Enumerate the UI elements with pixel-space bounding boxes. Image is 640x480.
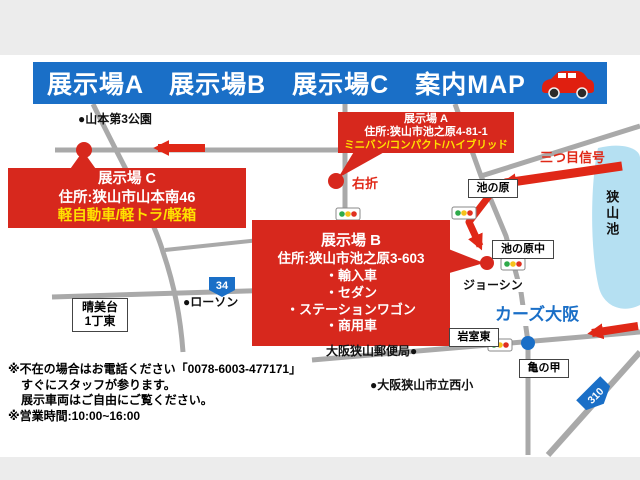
callout-a-address: 住所:狭山市池之原4-81-1 — [364, 126, 488, 139]
marker-exhibition-b-joshin — [480, 256, 494, 270]
red-car-icon — [539, 66, 597, 105]
callout-c-tail — [68, 151, 98, 172]
callout-exhibition-a: 展示場 A 住所:狭山市池之原4-81-1 ミニバン/コンパクト/ハイブリッド — [338, 112, 514, 153]
route-arrows — [153, 140, 639, 340]
callout-b-title: 展示場 B — [320, 231, 381, 249]
arrow-bottom-right — [587, 322, 639, 340]
label-joshin: ジョーシン — [461, 278, 525, 293]
location-markers — [76, 142, 535, 350]
callout-a-title: 展示場 A — [404, 113, 448, 126]
label-cars-osaka: カーズ大阪 — [492, 305, 583, 326]
label-ikenohara: 池の原 — [468, 179, 518, 198]
label-harumidai: 晴美台 1丁東 — [72, 298, 128, 332]
callout-a-tail — [338, 150, 388, 178]
label-lawson: ●ローソン — [183, 295, 239, 309]
label-sayama-lake: 狭山池 — [604, 190, 620, 238]
callout-b-item: ・輸入車 — [324, 267, 377, 283]
label-nishi-elementary: ●大阪狭山市立西小 — [370, 378, 474, 392]
sayama-lake-pond — [592, 145, 640, 309]
callout-c-title: 展示場 C — [98, 170, 156, 187]
label-post-office: 大阪狭山郵便局● — [326, 344, 418, 358]
road-left-diagonal — [90, 102, 186, 353]
callout-b-item: ・ステーションワゴン — [286, 301, 416, 317]
label-third-signal: 三つ目信号 — [540, 150, 606, 165]
top-gray-band — [0, 0, 640, 55]
label-yamamoto-park: ●山本第3公園 — [78, 112, 152, 126]
label-harumidai-line1: 晴美台 — [81, 300, 118, 315]
callout-b-tail — [446, 248, 484, 274]
label-iwamuro-higashi: 岩室東 — [449, 328, 499, 347]
traffic-light-icon — [451, 206, 477, 220]
label-harumidai-line2: 1丁東 — [84, 314, 116, 328]
callout-b-item: ・セダン — [324, 284, 377, 300]
callout-exhibition-c: 展示場 C 住所:狭山市山本南46 軽自動車/軽トラ/軽箱 — [8, 168, 246, 228]
traffic-light-icon — [500, 257, 526, 271]
callout-b-item: ・商用車 — [324, 318, 377, 334]
note-phone: ※不在の場合はお電話ください「0078-6003-477171」 — [8, 362, 302, 376]
note-hours: ※営業時間:10:00~16:00 — [8, 408, 141, 423]
arrow-from-third-signal — [500, 161, 623, 190]
arrow-zigzag-ikenohara — [465, 193, 492, 251]
note-staff: すぐにスタッフが参ります。 — [21, 377, 176, 392]
label-kame-no-ko: 亀の甲 — [519, 359, 569, 378]
callout-tails — [68, 150, 484, 274]
label-ikenohara-naka: 池の原中 — [492, 240, 554, 259]
callout-a-vehicles: ミニバン/コンパクト/ハイブリッド — [344, 139, 508, 152]
road-topright-diagonal — [480, 123, 640, 179]
traffic-light-icon — [335, 207, 361, 221]
marker-cars-osaka — [521, 336, 535, 350]
notes-block: ※不在の場合はお電話ください「0078-6003-477171」 すぐにスタッフ… — [8, 362, 301, 424]
label-turn-right: 右折 — [352, 176, 379, 191]
bottom-gray-band — [0, 457, 640, 480]
route-34-shield: 34 — [209, 277, 235, 297]
page-title: 展示場A 展示場B 展示場C 案内MAP — [47, 71, 526, 99]
route-34-number: 34 — [216, 280, 229, 292]
note-free-viewing: 展示車両はご自由にご覧ください。 — [21, 393, 213, 407]
map-header: 展示場A 展示場B 展示場C 案内MAP — [33, 62, 607, 104]
marker-exhibition-a — [328, 173, 344, 189]
route-310-shield: 310 — [576, 376, 611, 411]
marker-exhibition-c — [76, 142, 92, 158]
callout-b-address: 住所:狭山市池之原3-603 — [277, 251, 425, 267]
callout-exhibition-b: 展示場 B 住所:狭山市池之原3-603 ・輸入車 ・セダン ・ステーションワゴ… — [252, 220, 450, 346]
callout-c-vehicles: 軽自動車/軽トラ/軽箱 — [57, 208, 197, 225]
callout-c-address: 住所:狭山市山本南46 — [58, 189, 196, 206]
